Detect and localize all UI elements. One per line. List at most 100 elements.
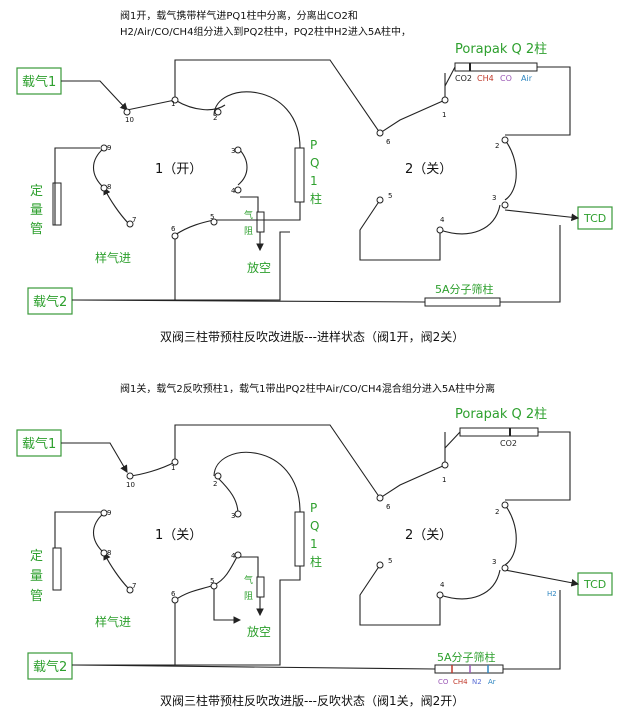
top-tcd-label: TCD — [583, 212, 606, 225]
svg-text:6: 6 — [171, 590, 176, 598]
top-pq2-co2: CO2 — [455, 74, 472, 83]
top-porapak-label: Porapak Q 2柱 — [455, 42, 547, 57]
top-resist-label-2: 阻 — [244, 226, 253, 237]
bottom-carrier1-label: 载气1 — [22, 436, 56, 452]
top-quant-label-1: 定 — [30, 184, 43, 199]
top-pq2-co: CO — [500, 74, 512, 83]
top-resist-label-1: 气 — [244, 209, 253, 221]
svg-text:9: 9 — [107, 509, 111, 517]
bottom-quant-label-2: 量 — [30, 569, 43, 584]
svg-text:7: 7 — [132, 582, 136, 590]
svg-text:4: 4 — [440, 216, 445, 224]
top-pq2-column — [454, 62, 538, 72]
top-carrier2-label: 载气2 — [33, 294, 67, 310]
top-valve2-label: 2（关） — [405, 162, 452, 177]
svg-text:9: 9 — [107, 144, 111, 152]
svg-text:5: 5 — [388, 192, 392, 200]
bottom-pq2-column — [459, 427, 539, 437]
top-pq1-label-1: P — [310, 138, 317, 152]
svg-text:6: 6 — [386, 138, 391, 146]
bottom-quant-label-3: 管 — [30, 589, 43, 604]
svg-text:2: 2 — [495, 142, 499, 150]
svg-text:3: 3 — [492, 558, 496, 566]
bottom-description-line1: 阀1关，载气2反吹预柱1，载气1带出PQ2柱中Air/CO/CH4混合组分进入5… — [120, 382, 495, 395]
svg-text:2: 2 — [213, 480, 217, 488]
top-carrier1-box — [16, 67, 62, 95]
svg-text:4: 4 — [231, 552, 236, 560]
top-pq1-label-4: 柱 — [310, 191, 322, 206]
svg-text:10: 10 — [125, 116, 134, 124]
svg-text:2: 2 — [495, 508, 499, 516]
svg-text:3: 3 — [231, 147, 235, 155]
svg-text:2: 2 — [213, 114, 217, 122]
top-quant-label-2: 量 — [30, 203, 43, 218]
bottom-pq1-label-4: 柱 — [310, 554, 322, 569]
bottom-valve1-label: 1（关） — [155, 528, 202, 543]
bottom-resist-label-2: 阻 — [244, 591, 253, 602]
svg-text:5: 5 — [210, 577, 214, 585]
top-5a-label: 5A分子筛柱 — [435, 282, 494, 296]
bottom-porapak-label: Porapak Q 2柱 — [455, 407, 547, 422]
top-sample-in-label: 样气进 — [95, 250, 131, 265]
bottom-pq1-label-1: P — [310, 501, 317, 515]
svg-text:4: 4 — [440, 581, 445, 589]
top-5a-column — [424, 297, 501, 307]
bottom-valve2-ports — [376, 461, 509, 599]
top-pq1-label-3: 1 — [310, 174, 318, 188]
bottom-h2-label: H2 — [547, 590, 557, 598]
top-description-line2: H2/Air/CO/CH4组分进入到PQ2柱中，PQ2柱中H2进入5A柱中， — [120, 25, 411, 38]
svg-text:4: 4 — [231, 187, 236, 195]
bottom-carrier1-box — [16, 429, 62, 457]
bottom-tcd-label: TCD — [583, 578, 606, 591]
top-valve1-label: 1（开） — [155, 162, 202, 177]
bottom-5a-ar: Ar — [488, 678, 496, 686]
top-pq1-column — [294, 147, 305, 203]
bottom-valve2-label: 2（关） — [405, 528, 452, 543]
svg-text:1: 1 — [442, 476, 446, 484]
bottom-5a-co: CO — [438, 678, 449, 686]
top-valve2-port-labels: 1 2 3 4 5 6 — [386, 111, 499, 224]
bottom-pq2-co2: CO2 — [500, 439, 517, 448]
bottom-sample-in-label: 样气进 — [95, 614, 131, 629]
bottom-carrier2-label: 载气2 — [33, 659, 67, 675]
svg-text:6: 6 — [171, 225, 176, 233]
bottom-5a-label: 5A分子筛柱 — [437, 650, 496, 664]
bottom-resist-label-1: 气 — [244, 574, 253, 586]
top-valve1-ports — [100, 96, 242, 240]
top-valve1-port-labels: 1 2 3 4 5 6 7 8 9 10 — [107, 100, 236, 233]
bottom-valve1-ports — [100, 458, 242, 604]
top-caption: 双阀三柱带预柱反吹改进版---进样状态（阀1开，阀2关） — [160, 329, 464, 344]
top-quant-tube — [52, 182, 62, 226]
svg-text:1: 1 — [171, 100, 175, 108]
bottom-5a-column — [434, 664, 504, 674]
top-pq1-label-2: Q — [310, 156, 319, 170]
bottom-pq1-label-3: 1 — [310, 537, 318, 551]
top-pq2-air: Air — [521, 74, 533, 83]
svg-text:7: 7 — [132, 216, 136, 224]
bottom-panel: 阀1关，载气2反吹预柱1，载气1带出PQ2柱中Air/CO/CH4混合组分进入5… — [16, 382, 613, 708]
bottom-5a-n2: N2 — [472, 678, 482, 686]
bottom-quant-label-1: 定 — [30, 549, 43, 564]
top-resistor — [256, 211, 265, 233]
svg-text:1: 1 — [171, 464, 175, 472]
svg-text:3: 3 — [231, 512, 235, 520]
top-quant-label-3: 管 — [30, 222, 43, 237]
svg-text:10: 10 — [126, 481, 135, 489]
bottom-caption: 双阀三柱带预柱反吹改进版---反吹状态（阀1关，阀2开） — [160, 693, 464, 708]
bottom-valve2-port-labels: 1 2 3 4 5 6 — [386, 476, 499, 589]
top-valve2-ports — [376, 96, 509, 234]
top-vent-label: 放空 — [247, 260, 271, 275]
bottom-resistor — [256, 576, 265, 598]
bottom-pq1-label-2: Q — [310, 519, 319, 533]
bottom-vent-label: 放空 — [247, 624, 271, 639]
top-panel: 阀1开，载气携带样气进PQ1柱中分离，分离出CO2和 H2/Air/CO/CH4… — [16, 9, 613, 344]
bottom-valve1-port-labels: 1 2 3 4 5 6 7 8 9 10 — [107, 464, 236, 598]
bottom-pq1-column — [294, 511, 305, 567]
svg-text:5: 5 — [210, 213, 214, 221]
top-pq2-ch4: CH4 — [477, 74, 494, 83]
bottom-quant-tube — [52, 547, 62, 591]
svg-text:3: 3 — [492, 194, 496, 202]
svg-text:6: 6 — [386, 503, 391, 511]
svg-text:8: 8 — [107, 183, 111, 191]
